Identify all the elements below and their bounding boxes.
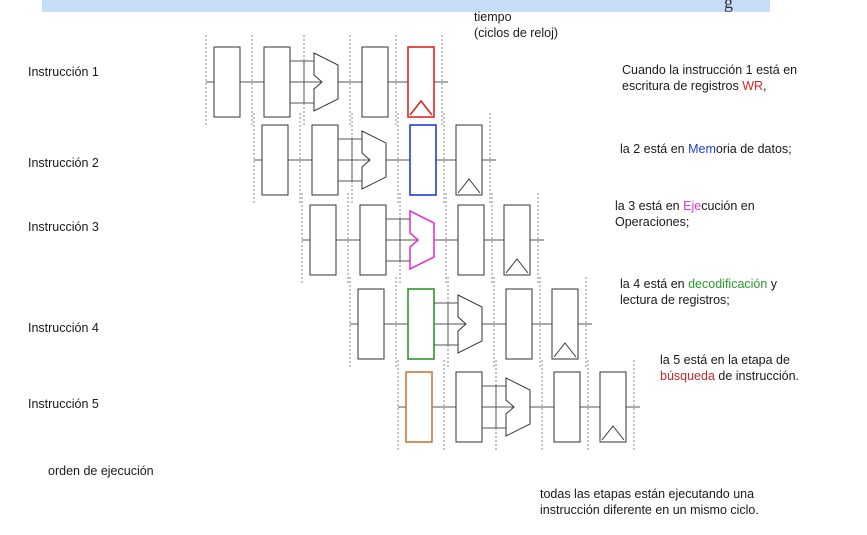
instr-3-writeback-box <box>503 204 531 276</box>
note-3-line1-segment-0: la 3 está en <box>615 199 684 213</box>
note-1-line2-segment-2: , <box>763 79 767 93</box>
instr-1-writeback-triangle <box>409 99 433 116</box>
note-2-line1-segment-2: oria de datos; <box>715 142 792 156</box>
note-4-line2: lectura de registros; <box>620 292 730 308</box>
instr-2-memory-box <box>409 124 437 196</box>
note-3-line1: la 3 está en Ejecución en <box>615 198 755 214</box>
instr-1-register-box <box>263 46 291 118</box>
instr-4-register-box <box>407 288 435 360</box>
instr-5-alu-shape <box>505 377 531 437</box>
note-1-line2: escritura de registros WR, <box>622 78 767 94</box>
note-1-line2-segment-0: escritura de registros <box>622 79 743 93</box>
instr-3-writeback-triangle <box>505 258 529 274</box>
instr-5-fetch-box <box>405 371 433 443</box>
instr-4-memory-box <box>505 288 533 360</box>
instr-2-writeback-triangle <box>457 178 481 194</box>
instr-4-writeback-box <box>551 288 579 360</box>
time-label-line2: (ciclos de reloj) <box>474 26 559 40</box>
note-5-line1: la 5 está en la etapa de <box>660 352 790 368</box>
instr-2-register-box <box>311 124 339 196</box>
note-4-line1-segment-2: y <box>767 277 778 291</box>
note-5-line2-segment-1: de instrucción. <box>714 369 799 383</box>
note-3-line2: Operaciones; <box>615 214 689 230</box>
note-4-line1: la 4 está en decodificación y <box>620 276 777 292</box>
instr-1-fetch-box <box>213 46 241 118</box>
note-5-line2-segment-0: búsqueda <box>660 369 715 383</box>
note-3-line1-segment-2: cución en <box>701 199 755 213</box>
instruction-3-label: Instrucción 3 <box>28 220 99 234</box>
note-1-line1: Cuando la instrucción 1 está en <box>622 62 797 78</box>
banner-text-fragment: g <box>724 0 733 12</box>
instr-2-writeback-box <box>455 124 483 196</box>
instr-1-memory-box <box>361 46 389 118</box>
instr-3-memory-box <box>457 204 485 276</box>
note-3-line2-segment-0: Operaciones; <box>615 215 690 229</box>
note-5-line1-segment-0: la 5 está en la etapa de <box>660 353 790 367</box>
instr-4-alu-shape <box>457 294 483 354</box>
instr-2-fetch-box <box>261 124 289 196</box>
note-2-line1-segment-1: Mem <box>688 142 716 156</box>
top-banner <box>42 0 770 12</box>
instr-3-alu-shape <box>409 209 435 271</box>
footer-line2: instrucción diferente en un mismo ciclo. <box>540 503 759 517</box>
instr-5-writeback-box <box>599 371 627 443</box>
instr-2-alu-shape <box>361 130 387 190</box>
instruction-2-label: Instrucción 2 <box>28 156 99 170</box>
instr-1-writeback-box <box>407 46 435 118</box>
execution-order-label: orden de ejecución <box>48 464 154 478</box>
footer-line1: todas las etapas están ejecutando una <box>540 487 755 501</box>
instr-5-register-box <box>455 371 483 443</box>
note-1-line1-segment-0: Cuando la instrucción 1 está en <box>622 63 798 77</box>
instruction-4-label: Instrucción 4 <box>28 321 99 335</box>
instruction-5-label: Instrucción 5 <box>28 397 99 411</box>
note-4-line1-segment-0: la 4 está en <box>620 277 689 291</box>
note-4-line1-segment-1: decodificación <box>688 277 768 291</box>
note-5-line2: búsqueda de instrucción. <box>660 368 799 384</box>
instr-5-writeback-triangle <box>601 425 625 441</box>
instr-3-fetch-box <box>309 204 337 276</box>
note-1-line2-segment-1: WR <box>742 79 764 93</box>
note-2-line1-segment-0: la 2 está en <box>620 142 689 156</box>
instr-5-memory-box <box>553 371 581 443</box>
instr-4-fetch-box <box>357 288 385 360</box>
instruction-1-label: Instrucción 1 <box>28 65 99 79</box>
instr-4-writeback-triangle <box>553 342 577 358</box>
instr-3-register-box <box>359 204 387 276</box>
instr-1-alu-shape <box>313 52 339 112</box>
note-2-line1: la 2 está en Memoria de datos; <box>620 141 792 157</box>
note-3-line1-segment-1: Eje <box>683 199 702 213</box>
time-label-line1: tiempo <box>474 10 512 24</box>
note-4-line2-segment-0: lectura de registros; <box>620 293 730 307</box>
